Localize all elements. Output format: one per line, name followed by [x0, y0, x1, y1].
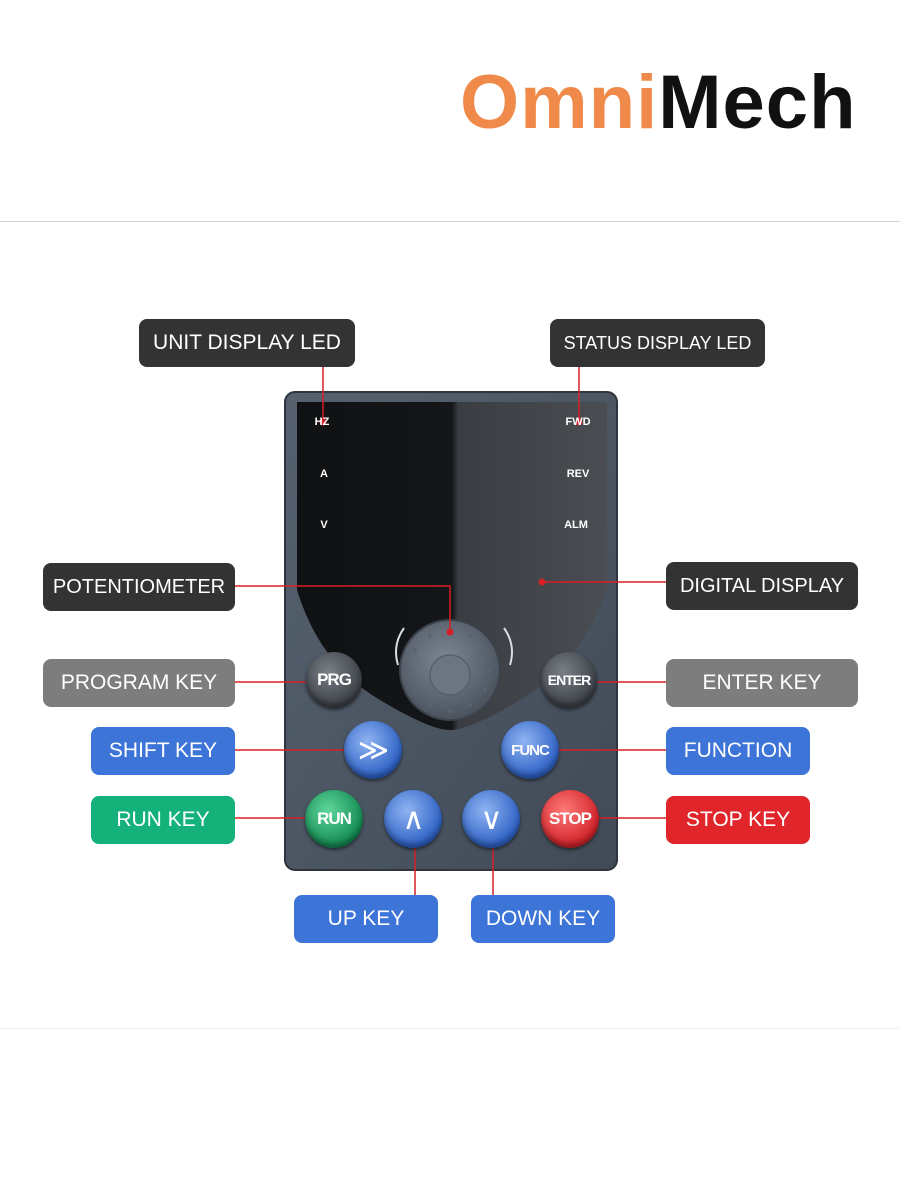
run-key[interactable]: RUN: [305, 790, 363, 848]
callout-shift-key: SHIFT KEY: [91, 727, 235, 775]
knob-grip-dots: [408, 628, 492, 713]
callout-up-key: UP KEY: [294, 895, 438, 943]
func-key-label: FUNC: [511, 741, 550, 759]
leader-potentiometer: [234, 585, 451, 632]
enter-key-label: ENTER: [547, 672, 591, 688]
led-hz-label: HZ: [314, 416, 330, 428]
bottom-divider: [0, 1028, 900, 1029]
led-fwd-label: FWD: [565, 416, 591, 428]
logo-omni: Omni: [460, 60, 659, 145]
top-divider: [0, 221, 900, 222]
led-a-label: A: [320, 468, 328, 480]
callout-digital-display: DIGITAL DISPLAY: [666, 562, 858, 610]
callout-potentiometer: POTENTIOMETER: [43, 563, 235, 611]
display-screen: [297, 402, 607, 730]
callout-down-key: DOWN KEY: [471, 895, 615, 943]
shift-key-icon: ≫: [357, 733, 389, 767]
down-key[interactable]: ∨: [462, 790, 520, 848]
up-key[interactable]: ∧: [384, 790, 442, 848]
led-v-label: V: [320, 519, 328, 531]
omnimech-logo: OmniMech: [460, 58, 857, 148]
prg-key-label: PRG: [317, 670, 352, 689]
callout-status-display-led: STATUS DISPLAY LED: [550, 319, 765, 367]
up-arrow-icon: ∧: [402, 802, 425, 836]
callout-enter-key: ENTER KEY: [666, 659, 858, 707]
leader-lines: [234, 366, 666, 896]
callout-program-key: PROGRAM KEY: [43, 659, 235, 707]
stop-key-label: STOP: [549, 809, 592, 828]
callout-unit-display-led: UNIT DISPLAY LED: [139, 319, 355, 367]
stop-key[interactable]: STOP: [541, 790, 599, 848]
logo-mech: Mech: [658, 60, 857, 145]
led-rev-label: REV: [566, 468, 590, 480]
down-arrow-icon: ∨: [480, 802, 503, 836]
knob-arc-left: [395, 627, 405, 666]
potentiometer-knob-center: [429, 654, 471, 696]
callout-stop-key: STOP KEY: [666, 796, 810, 844]
enter-key[interactable]: ENTER: [541, 652, 597, 708]
led-alm-label: ALM: [564, 519, 588, 531]
knob-arc-right: [503, 627, 513, 666]
prg-key[interactable]: PRG: [306, 652, 362, 708]
shift-key[interactable]: ≫: [344, 721, 402, 779]
callout-function: FUNCTION: [666, 727, 810, 775]
run-key-label: RUN: [317, 809, 352, 828]
func-key[interactable]: FUNC: [501, 721, 559, 779]
callout-run-key: RUN KEY: [91, 796, 235, 844]
